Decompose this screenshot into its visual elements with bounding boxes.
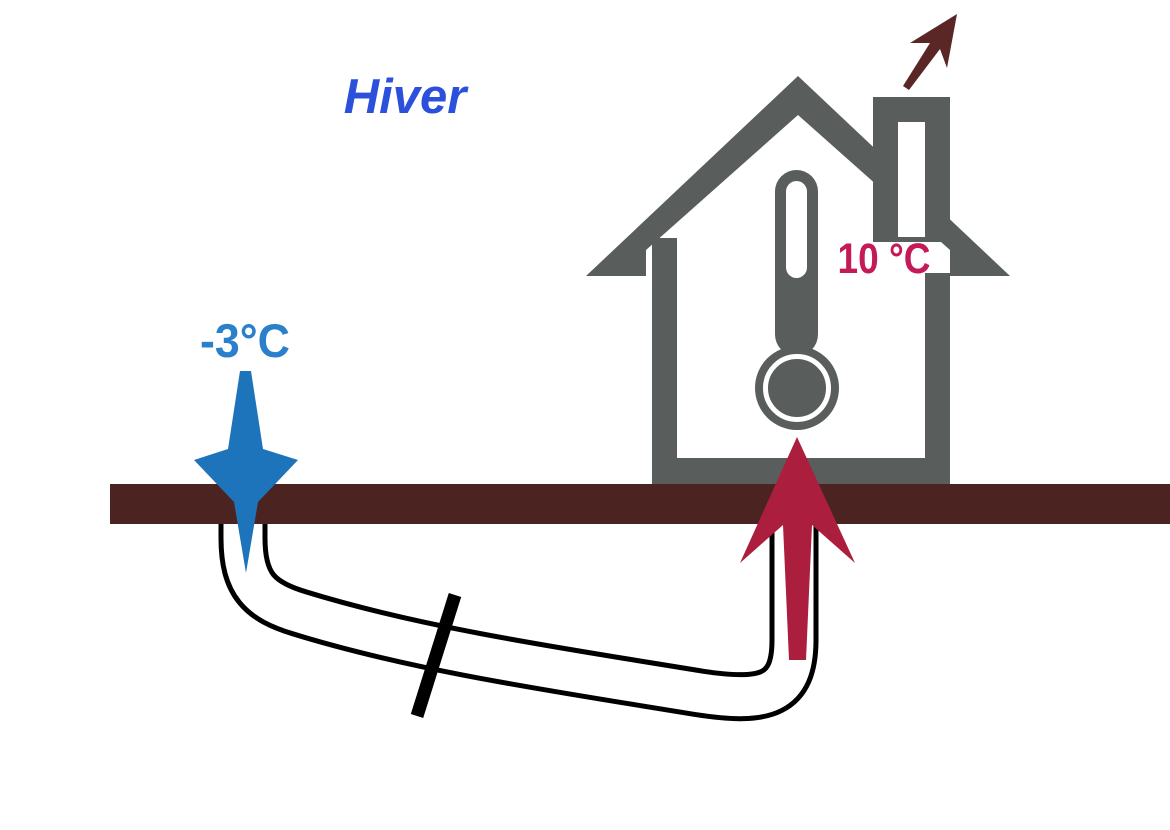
outdoor-temperature-label: -3°C bbox=[200, 314, 290, 367]
pipe-break-slash bbox=[410, 593, 462, 718]
heat-supply-up-arrow-icon bbox=[740, 437, 855, 660]
thermometer-icon bbox=[755, 170, 839, 430]
thermometer-bulb-ring bbox=[763, 354, 831, 422]
chimney-exhaust-arrow-icon bbox=[903, 14, 957, 90]
thermometer-bulb-core bbox=[771, 362, 823, 414]
left-wall bbox=[652, 238, 677, 484]
roof bbox=[586, 76, 1010, 276]
ground-bar bbox=[110, 484, 1170, 524]
ground-loop-pipe-core bbox=[223, 486, 814, 717]
cold-inlet-down-arrow-icon bbox=[194, 371, 298, 573]
season-label: Hiver bbox=[344, 70, 470, 124]
indoor-temperature-label: 10 °C bbox=[838, 235, 931, 283]
thermometer-channel bbox=[786, 181, 807, 278]
right-wall bbox=[925, 273, 950, 484]
chimney-flue bbox=[898, 122, 925, 237]
